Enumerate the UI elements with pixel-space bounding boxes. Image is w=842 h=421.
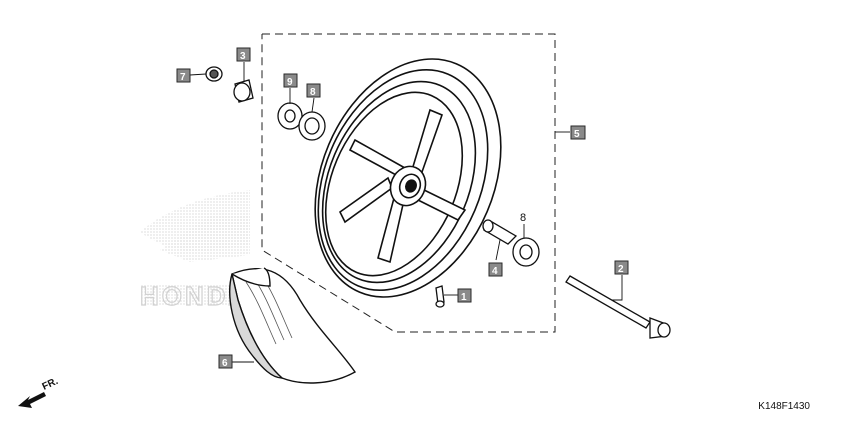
svg-text:4: 4 [492,266,498,277]
tire-illustration [229,267,357,384]
wheel-illustration [314,58,502,298]
svg-text:5: 5 [574,129,580,140]
callout-5[interactable]: 5 [570,125,586,140]
svg-text:3: 3 [240,51,246,62]
side-collar-illustration [233,79,254,103]
front-direction-arrow: FR. [18,376,60,408]
svg-text:9: 9 [287,77,293,88]
callout-4[interactable]: 4 [488,262,503,277]
callout-8[interactable]: 8 [306,83,321,98]
distance-collar-illustration [482,219,518,245]
front-direction-label: FR. [41,376,60,393]
leader-lines [189,62,623,363]
callout-2[interactable]: 2 [614,260,629,275]
svg-text:6: 6 [222,358,228,369]
assembly-outline [261,33,556,333]
diagram-code: K148F1430 [758,401,810,412]
svg-text:1: 1 [461,292,467,303]
svg-text:7: 7 [180,72,186,83]
callout-6[interactable]: 6 [218,354,233,369]
axle-bolt-illustration [565,275,671,339]
axle-nut-illustration [205,66,223,82]
svg-text:2: 2 [618,264,624,275]
callout-9[interactable]: 9 [283,73,298,88]
dust-seal-illustration [277,102,303,130]
honda-watermark: HONDA [139,190,250,312]
callout-3[interactable]: 3 [236,47,251,62]
bearing-left-illustration [298,111,326,141]
callout-1[interactable]: 1 [457,288,472,303]
bearing-right-illustration [512,237,540,267]
svg-text:8: 8 [310,87,316,98]
valve-stem-illustration [435,285,445,308]
label-8-plain[interactable]: 8 [520,212,526,224]
callout-7[interactable]: 7 [176,68,191,83]
